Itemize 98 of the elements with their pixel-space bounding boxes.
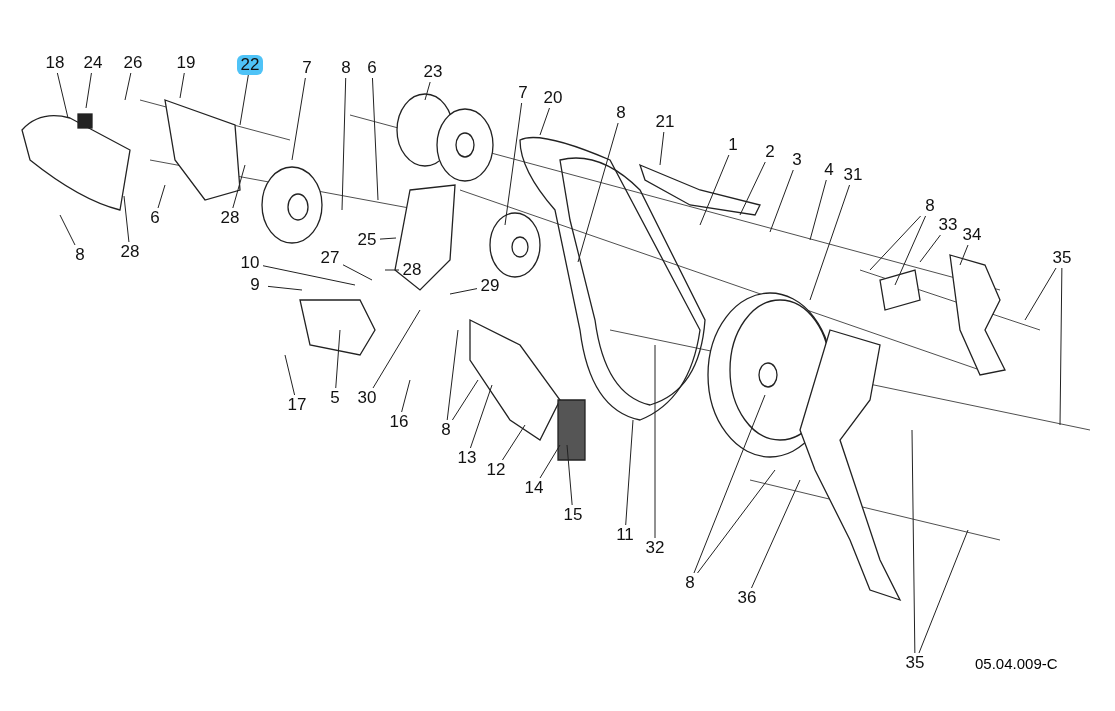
- leader-line: [372, 309, 421, 389]
- leader-line: [894, 215, 927, 286]
- leader-line: [1024, 267, 1057, 321]
- callout-number: 4: [816, 160, 842, 180]
- callout-number: 29: [477, 276, 503, 296]
- leader-line: [451, 379, 479, 421]
- callout-number: 16: [386, 412, 412, 432]
- leader-line: [654, 344, 656, 539]
- callout-number: 27: [317, 248, 343, 268]
- leader-line: [918, 529, 969, 654]
- callout-number: 12: [483, 460, 509, 480]
- leader-line: [959, 244, 969, 266]
- leader-line: [539, 107, 550, 136]
- leader-line: [291, 77, 306, 161]
- callout-number: 9: [242, 275, 268, 295]
- callout-number: 31: [840, 165, 866, 185]
- callout-number: 36: [734, 588, 760, 608]
- callout-number: 32: [642, 538, 668, 558]
- leader-line: [577, 122, 619, 263]
- leader-line: [809, 179, 827, 241]
- callout-number: 33: [935, 215, 961, 235]
- leader-line: [239, 74, 249, 126]
- leader-line: [59, 214, 76, 246]
- callout-number: 1: [720, 135, 746, 155]
- leader-line: [342, 264, 373, 281]
- leader-line: [449, 288, 478, 295]
- callout-number: 8: [433, 420, 459, 440]
- leader-line: [697, 469, 776, 574]
- leader-line: [539, 444, 561, 479]
- callout-number: 21: [652, 112, 678, 132]
- callout-number: 26: [120, 53, 146, 73]
- callout-number: 34: [959, 225, 985, 245]
- leader-line: [625, 419, 634, 526]
- callout-number: 25: [354, 230, 380, 250]
- drawing-number: 05.04.009-C: [975, 655, 1058, 672]
- callout-number: 28: [399, 260, 425, 280]
- leader-line: [919, 234, 941, 263]
- callout-number: 8: [677, 573, 703, 593]
- callout-number: 20: [540, 88, 566, 108]
- callout-number: 8: [917, 196, 943, 216]
- leader-line: [379, 237, 397, 240]
- callout-number: 8: [608, 103, 634, 123]
- leader-line: [371, 77, 379, 201]
- callout-number: 15: [560, 505, 586, 525]
- callout-number: 10: [237, 253, 263, 273]
- callout-number: 11: [612, 525, 638, 545]
- leader-line: [469, 384, 493, 449]
- leader-line: [384, 269, 400, 271]
- callout-number: 28: [217, 208, 243, 228]
- callout-number: 35: [1049, 248, 1075, 268]
- leader-line: [566, 444, 573, 506]
- callout-number: 8: [333, 58, 359, 78]
- leader-line: [751, 479, 801, 589]
- leader-line: [769, 169, 794, 233]
- callout-number: 13: [454, 448, 480, 468]
- callout-number: 7: [510, 83, 536, 103]
- callout-number: 18: [42, 53, 68, 73]
- leader-line: [262, 265, 356, 286]
- leader-line: [693, 394, 766, 574]
- callout-number: 14: [521, 478, 547, 498]
- leader-line: [179, 72, 185, 99]
- callout-number: 35: [902, 653, 928, 673]
- leader-line: [56, 72, 69, 119]
- callout-number: 24: [80, 53, 106, 73]
- leader-line: [1059, 267, 1063, 426]
- callout-number: 5: [322, 388, 348, 408]
- leader-line: [401, 379, 411, 413]
- callout-number: 23: [420, 62, 446, 82]
- leader-line: [232, 164, 246, 209]
- leader-line: [157, 184, 166, 209]
- callout-number: 17: [284, 395, 310, 415]
- callout-number: 6: [359, 58, 385, 78]
- leader-line: [341, 77, 347, 211]
- leader-line: [446, 329, 459, 421]
- leader-line: [335, 329, 341, 389]
- leader-line: [123, 195, 130, 243]
- leader-line: [124, 72, 132, 101]
- callout-number: 7: [294, 58, 320, 78]
- leader-line: [267, 285, 303, 291]
- leader-line: [869, 215, 922, 271]
- callout-number: 19: [173, 53, 199, 73]
- leader-line: [284, 354, 296, 396]
- leader-line: [504, 102, 523, 226]
- callout-number: 3: [784, 150, 810, 170]
- leader-line: [85, 72, 92, 109]
- leader-line: [809, 184, 851, 301]
- leader-line: [501, 424, 526, 461]
- leader-line: [699, 154, 730, 226]
- callout-number: 30: [354, 388, 380, 408]
- callout-number: 2: [757, 142, 783, 162]
- callout-number: 28: [117, 242, 143, 262]
- callout-number: 6: [142, 208, 168, 228]
- leader-line: [911, 429, 916, 654]
- callout-number: 22: [237, 55, 263, 75]
- leader-line: [659, 131, 665, 166]
- leader-line: [739, 161, 766, 216]
- callout-number: 8: [67, 245, 93, 265]
- leader-line: [424, 81, 431, 101]
